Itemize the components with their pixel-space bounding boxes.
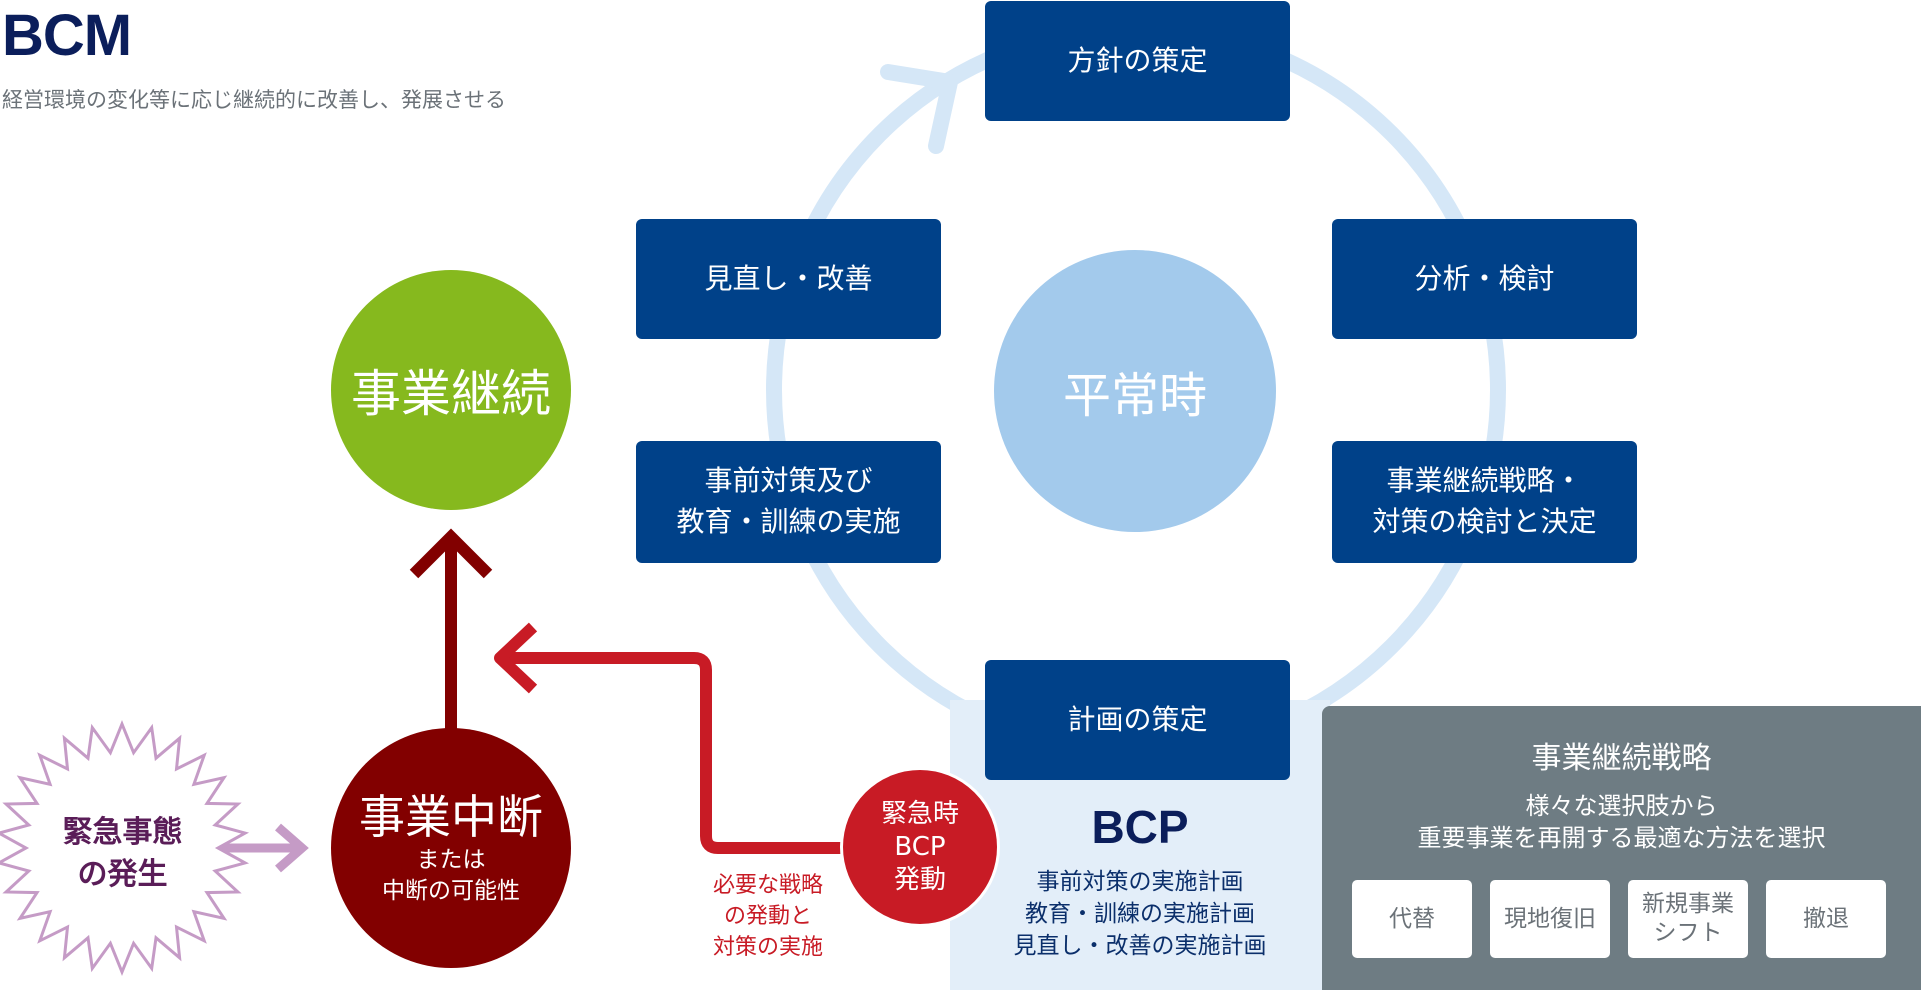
- page-title: BCM: [2, 3, 132, 68]
- bcp-item: 見直し・改善の実施計画: [1013, 933, 1267, 959]
- strategy-option-new-business-shift: 新規事業 シフト: [1628, 880, 1748, 958]
- bcp-item: 教育・訓練の実施計画: [1025, 901, 1255, 927]
- normal-time-label: 平常時: [1062, 368, 1207, 424]
- emergency-bcp-activation-label: 緊急時 BCP 発動: [880, 798, 959, 895]
- cycle-start-arrowhead: [880, 64, 958, 154]
- bcp-items: 事前対策の実施計画 教育・訓練の実施計画 見直し・改善の実施計画: [950, 866, 1330, 962]
- step-plan: 計画の策定: [985, 660, 1290, 780]
- business-interruption-label: 事業中断: [359, 790, 543, 844]
- step-pre-measures: 事前対策及び 教育・訓練の実施: [636, 441, 941, 563]
- response-label: 必要な戦略 の発動と 対策の実施: [712, 873, 823, 960]
- business-continuity-circle: 事業継続: [331, 270, 571, 510]
- step-analysis: 分析・検討: [1332, 219, 1637, 339]
- bcp-item: 事前対策の実施計画: [1036, 869, 1244, 895]
- normal-time-circle: 平常時: [994, 250, 1276, 532]
- strategy-title: 事業継続戦略: [1531, 741, 1712, 776]
- bcp-title: BCP: [1091, 801, 1189, 853]
- strategy-description: 様々な選択肢から 重要事業を再開する最適な方法を選択: [1417, 792, 1826, 852]
- strategy-option-withdrawal: 撤退: [1766, 880, 1886, 958]
- response-arrow: [494, 622, 860, 854]
- emergency-label: 緊急事態 の発生: [62, 815, 183, 892]
- strategy-option-onsite-recovery: 現地復旧: [1490, 880, 1610, 958]
- business-interruption-circle: 事業中断 または 中断の可能性: [331, 728, 571, 968]
- emergency-arrow: [218, 823, 309, 873]
- emergency-starburst: [0, 719, 250, 977]
- continuity-up-arrow: [409, 528, 493, 735]
- step-review: 見直し・改善: [636, 219, 941, 339]
- step-policy: 方針の策定: [985, 1, 1290, 121]
- strategy-option-substitute: 代替: [1352, 880, 1472, 958]
- business-continuity-label: 事業継続: [351, 365, 551, 423]
- business-interruption-sub: または 中断の可能性: [382, 847, 520, 904]
- step-strategy-decision: 事業継続戦略・ 対策の検討と決定: [1332, 441, 1637, 563]
- emergency-bcp-activation-circle: 緊急時 BCP 発動: [840, 767, 1000, 927]
- page-subtitle: 経営環境の変化等に応じ継続的に改善し、発展させる: [2, 88, 506, 112]
